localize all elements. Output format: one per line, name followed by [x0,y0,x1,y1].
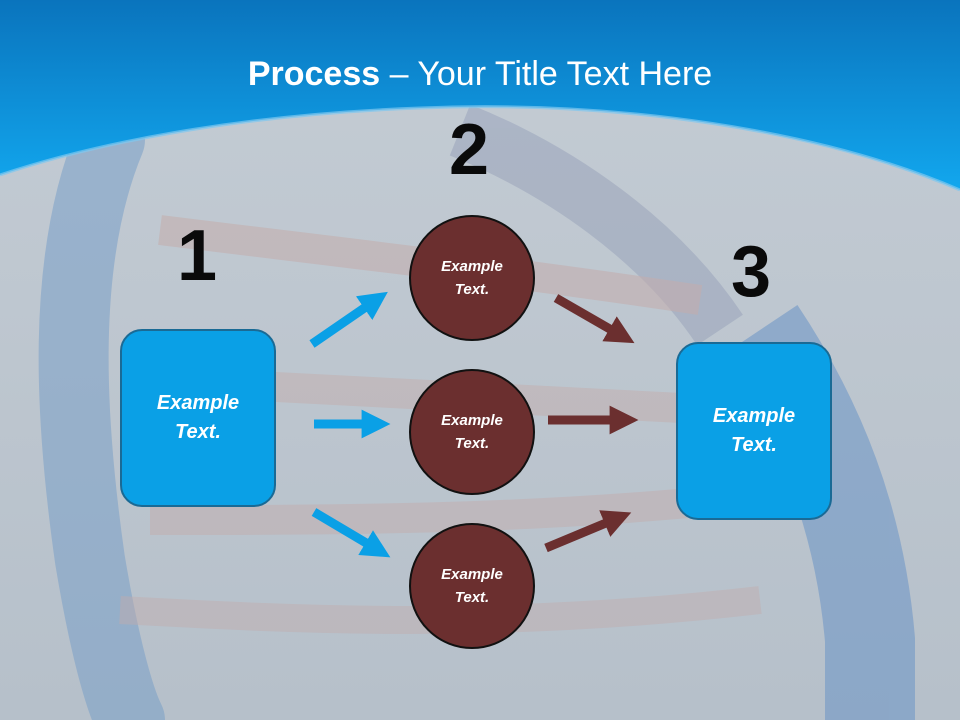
title-rest: – Your Title Text Here [380,55,713,93]
step-number-1: 1 [177,216,218,296]
circle-bottom: Example Text. [409,523,535,649]
circle-middle: Example Text. [409,369,535,495]
title-bold: Process [247,55,381,93]
end-box: Example Text. [676,342,832,520]
end-box-label: Example Text. [712,405,796,456]
arrow-to-circle-bottom [311,508,391,558]
slide-title: Process – Your Title Text Here [0,52,960,96]
circle-top-label: Example Text. [441,258,503,298]
step-number-3: 3 [731,232,772,312]
step-number-2: 2 [449,110,490,190]
arrow-from-circle-bottom [544,510,632,553]
arrow-from-circle-top [553,294,635,344]
start-box-label: Example Text. [156,392,240,443]
arrow-to-circle-top [309,291,388,348]
start-box: Example Text. [120,329,276,507]
circle-bottom-label: Example Text. [441,566,503,606]
circle-top: Example Text. [409,215,535,341]
circle-middle-label: Example Text. [441,412,503,452]
